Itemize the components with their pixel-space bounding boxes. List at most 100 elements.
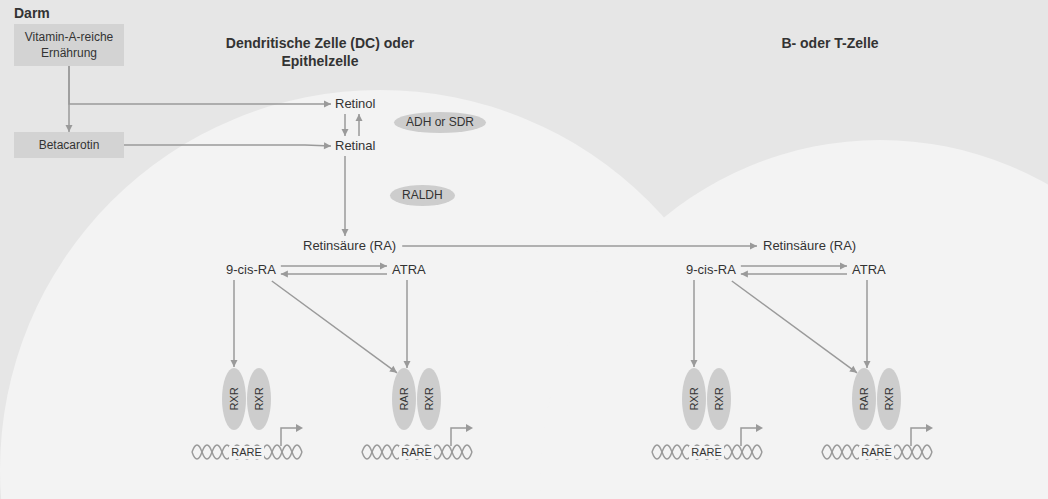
receptor-oval: RXR bbox=[682, 368, 706, 430]
receptor-name: RXR bbox=[688, 387, 701, 410]
dna-strand bbox=[362, 445, 472, 459]
dna-element-label: RARE bbox=[229, 446, 264, 459]
arrow-connector bbox=[402, 243, 757, 250]
molecule-name: Retinol bbox=[335, 96, 375, 112]
dna-element-label: RARE bbox=[689, 446, 724, 459]
arrow-connector bbox=[864, 280, 871, 368]
arrow-connector bbox=[231, 280, 238, 367]
molecule-name: ATRA bbox=[852, 262, 886, 278]
enzyme-oval: ADH or SDR bbox=[394, 112, 486, 133]
receptor-oval: RXR bbox=[247, 368, 271, 430]
transcription-arrow bbox=[451, 428, 466, 446]
receptor-name: RXR bbox=[423, 387, 436, 410]
receptor-name: RXR bbox=[253, 387, 266, 410]
receptor-name: RXR bbox=[228, 387, 241, 410]
node-text: 9-cis-RA bbox=[686, 262, 736, 278]
node-text: Retinsäure (RA) bbox=[303, 238, 396, 254]
dna-strand bbox=[652, 445, 762, 459]
arrow-head bbox=[342, 229, 349, 236]
dna-strand bbox=[652, 445, 762, 459]
node-text: ATRA bbox=[852, 262, 886, 278]
arrow-head bbox=[389, 366, 397, 373]
cell-heading: Dendritische Zelle (DC) oder Epithelzell… bbox=[225, 34, 415, 70]
arrow-head bbox=[404, 361, 411, 368]
receptor-name: RAR bbox=[398, 387, 411, 410]
connector-line bbox=[344, 156, 346, 236]
arrow-head bbox=[926, 424, 933, 432]
connector-line bbox=[402, 245, 757, 247]
node-text: ATRA bbox=[392, 262, 426, 278]
connector-line bbox=[732, 281, 857, 373]
arrow-head bbox=[741, 271, 748, 278]
connector-line bbox=[281, 265, 387, 267]
receptor-oval: RXR bbox=[707, 368, 731, 430]
transcription-start-arrow bbox=[281, 428, 926, 446]
connector-line bbox=[866, 280, 868, 368]
arrow-connector bbox=[741, 271, 847, 278]
transcription-arrow-head bbox=[296, 424, 933, 432]
receptor-oval: RXR bbox=[222, 368, 246, 430]
process-box: Vitamin-A-reiche Ernährung bbox=[14, 24, 124, 66]
arrow-connector bbox=[356, 114, 363, 136]
receptor-oval: RXR bbox=[417, 368, 441, 430]
arrow-head bbox=[342, 129, 349, 136]
arrow-head bbox=[756, 424, 763, 432]
arrow-head bbox=[849, 366, 857, 373]
arrow-head bbox=[840, 263, 847, 270]
arrow-head bbox=[691, 360, 698, 367]
arrow-connector bbox=[342, 156, 349, 236]
molecule-name: Retinsäure (RA) bbox=[763, 238, 856, 254]
cell-heading: B- oder T-Zelle bbox=[730, 34, 930, 52]
receptor-name: RXR bbox=[713, 387, 726, 410]
receptor-oval: RAR bbox=[392, 368, 416, 430]
connector-line bbox=[69, 66, 331, 104]
node-text: 9-cis-RA bbox=[226, 262, 276, 278]
transcription-arrow bbox=[281, 428, 296, 446]
arrow-connector bbox=[124, 142, 331, 149]
arrow-head bbox=[324, 101, 331, 108]
connector-line bbox=[741, 265, 847, 267]
connector-line bbox=[124, 145, 331, 146]
arrow-connector bbox=[69, 66, 331, 108]
molecule-name: ATRA bbox=[392, 262, 426, 278]
node-text: Retinol bbox=[335, 96, 375, 112]
arrow-head bbox=[66, 125, 73, 132]
arrow-head bbox=[380, 263, 387, 270]
arrow-head bbox=[324, 142, 331, 149]
transcription-arrow bbox=[741, 428, 756, 446]
arrow-head bbox=[281, 271, 288, 278]
dna-helix bbox=[192, 445, 932, 459]
transcription-arrow bbox=[911, 428, 926, 446]
region-heading: Darm bbox=[14, 4, 50, 22]
arrow-head bbox=[231, 360, 238, 367]
node-text: Vitamin-A-reiche Ernährung bbox=[20, 29, 118, 61]
arrow-connector bbox=[691, 280, 698, 367]
arrow-connector bbox=[404, 280, 411, 368]
arrow-connector bbox=[732, 281, 857, 373]
dna-strand bbox=[192, 445, 302, 459]
arrow-connector bbox=[281, 271, 387, 278]
cell-outline bbox=[540, 140, 1048, 499]
dna-element-label: RARE bbox=[399, 446, 434, 459]
arrow-connector bbox=[741, 263, 847, 270]
molecule-name: Retinal bbox=[335, 138, 375, 154]
connector-line bbox=[406, 280, 408, 368]
cell-body bbox=[0, 90, 760, 499]
cell-body bbox=[540, 140, 1048, 499]
connector-line bbox=[233, 280, 235, 367]
arrow-connector bbox=[281, 263, 387, 270]
arrow-head bbox=[864, 361, 871, 368]
node-text: Betacarotin bbox=[20, 137, 118, 153]
enzyme-oval: RALDH bbox=[390, 185, 455, 206]
dna-strand bbox=[822, 445, 932, 459]
arrow-head bbox=[296, 424, 303, 432]
molecule-name: 9-cis-RA bbox=[226, 262, 276, 278]
arrow-connector bbox=[342, 114, 349, 136]
molecule-name: Retinsäure (RA) bbox=[303, 238, 396, 254]
connector-line bbox=[693, 280, 695, 367]
receptor-name: RAR bbox=[858, 387, 871, 410]
arrow-connector bbox=[272, 281, 397, 373]
arrow-head bbox=[356, 114, 363, 121]
node-text: ADH or SDR bbox=[406, 115, 474, 130]
dna-strand bbox=[822, 445, 932, 459]
